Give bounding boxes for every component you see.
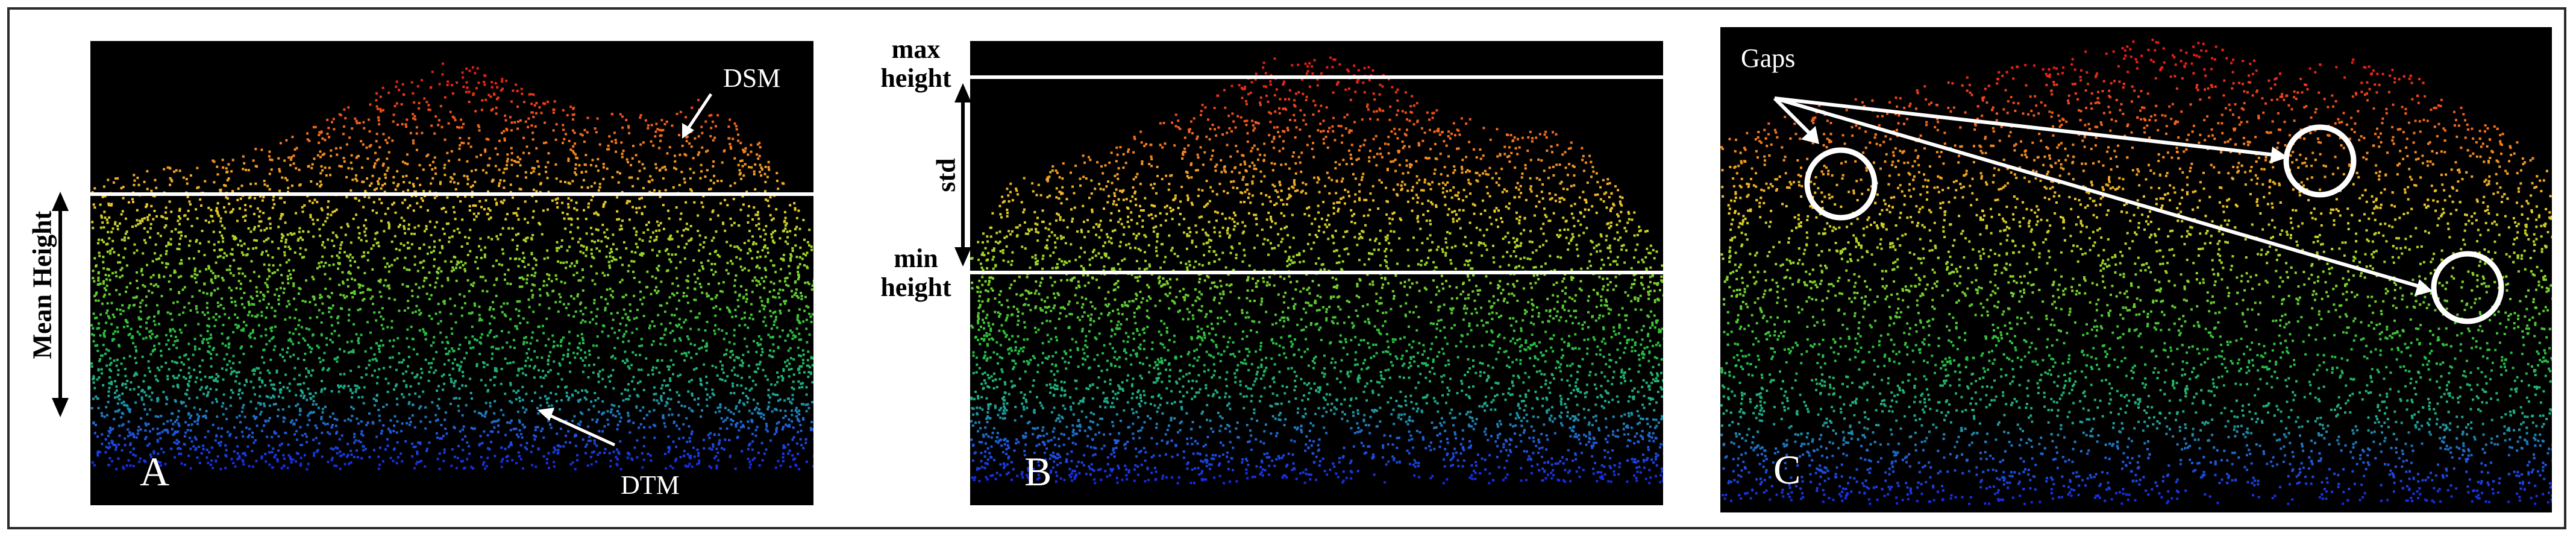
figure-frame (7, 7, 2566, 529)
dsm-label: DSM (723, 63, 781, 93)
dtm-label: DTM (621, 470, 680, 500)
gaps-label: Gaps (1741, 43, 1796, 73)
point-cloud-a (90, 62, 813, 471)
panel-c: Gaps C (1720, 27, 2552, 512)
max-height-line2: height (880, 63, 951, 93)
min-height-line1: min (894, 244, 938, 273)
panel-b-letter: B (1024, 449, 1052, 494)
max-height-line1: max (891, 34, 941, 64)
max-height-label: max height (877, 34, 955, 93)
point-cloud-c (1720, 39, 2552, 505)
point-cloud-b (970, 56, 1663, 485)
panel-c-letter: C (1773, 447, 1801, 493)
min-height-line2: height (880, 273, 951, 303)
panel-b: B (970, 41, 1663, 505)
mean-height-label: Mean Height (27, 210, 57, 359)
panel-a: DSM DTM A (90, 41, 813, 505)
min-height-label: min height (877, 244, 955, 303)
panel-a-letter: A (140, 449, 170, 494)
std-label: std (931, 158, 961, 192)
